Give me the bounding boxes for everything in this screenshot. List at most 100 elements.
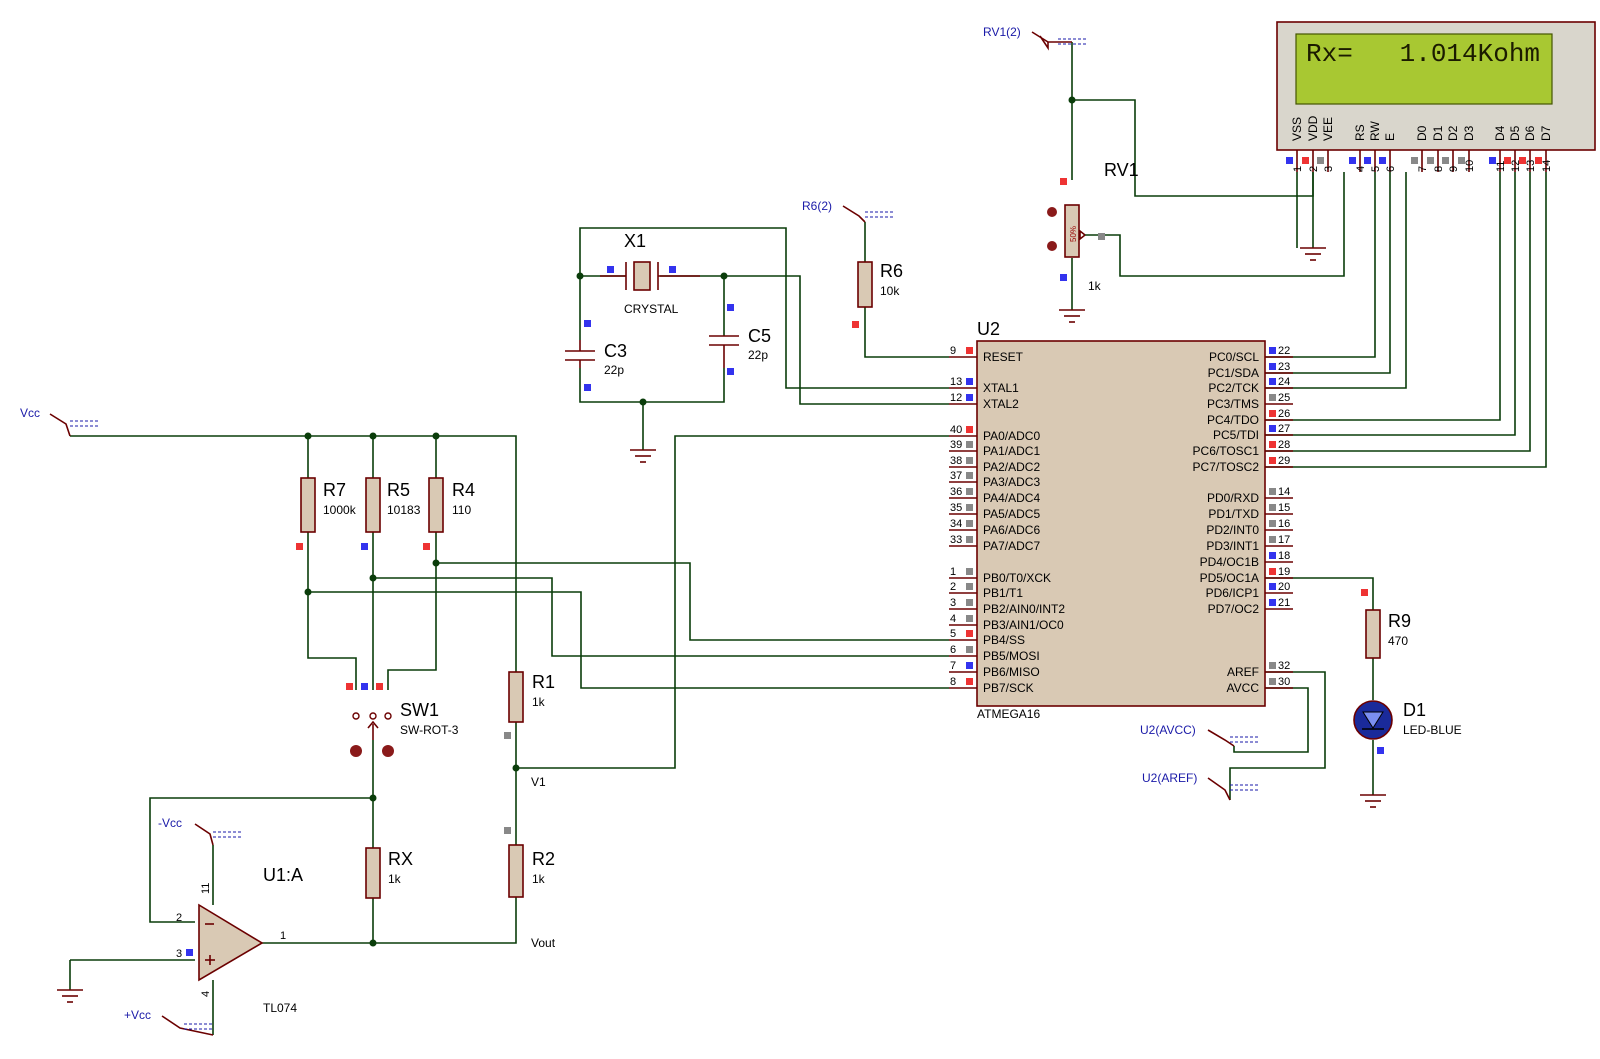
mcu-pin-number: 39 <box>950 439 962 451</box>
mcu-pin-number: 27 <box>1278 423 1290 435</box>
svg-text:1k: 1k <box>388 872 402 886</box>
mcu-pin-number: 6 <box>950 644 956 656</box>
lcd-pin-number: 2 <box>1308 166 1320 172</box>
mcu-pin-name: PD1/TXD <box>1208 507 1259 521</box>
svg-text:R6: R6 <box>880 261 903 281</box>
resistor-r5[interactable]: R5 10183 <box>361 477 421 550</box>
pin-marker <box>966 378 973 385</box>
pin-marker <box>1349 157 1356 164</box>
svg-text:1k: 1k <box>1088 279 1102 293</box>
svg-text:1k: 1k <box>532 872 546 886</box>
resistor-r1[interactable]: R1 1k <box>504 671 555 739</box>
pin-marker <box>1269 394 1276 401</box>
pin-marker <box>1269 504 1276 511</box>
mcu-pin-name: PD6/ICP1 <box>1206 586 1260 600</box>
mcu-pin-name: PB0/T0/XCK <box>983 571 1051 585</box>
lcd-pin-name: D6 <box>1523 125 1537 141</box>
svg-text:22p: 22p <box>604 363 624 377</box>
resistor-r2[interactable]: R2 1k <box>504 827 555 898</box>
terminal-r6: R6(2) <box>802 199 895 223</box>
pin-marker <box>966 583 973 590</box>
lcd-pin-number: 8 <box>1433 166 1445 172</box>
mcu-pin-name: PD0/RXD <box>1207 491 1259 505</box>
svg-text:3: 3 <box>176 948 182 960</box>
mcu-pin-number: 25 <box>1278 392 1290 404</box>
pin-marker <box>1379 157 1386 164</box>
svg-text:R1: R1 <box>532 672 555 692</box>
mcu-pin-name: PD7/OC2 <box>1208 602 1260 616</box>
mcu-pin-number: 15 <box>1278 502 1290 514</box>
mcu-pin-number: 7 <box>950 660 956 672</box>
mcu-pin-number: 29 <box>1278 455 1290 467</box>
svg-text:D1: D1 <box>1403 700 1426 720</box>
svg-text:R6(2): R6(2) <box>802 199 832 213</box>
svg-text:U2: U2 <box>977 319 1000 339</box>
svg-text:C5: C5 <box>748 326 771 346</box>
svg-text:X1: X1 <box>624 231 646 251</box>
mcu-pin-name: PB2/AIN0/INT2 <box>983 602 1065 616</box>
mcu-pin-number: 9 <box>950 345 956 357</box>
svg-text:R4: R4 <box>452 480 475 500</box>
lcd-display-text: Rx= 1.014Kohm <box>1306 39 1540 69</box>
pin-marker <box>1535 157 1542 164</box>
resistor-r4[interactable]: R4 110 <box>423 477 475 550</box>
pin-marker <box>966 520 973 527</box>
svg-text:RV1(2): RV1(2) <box>983 25 1021 39</box>
resistor-rx[interactable]: RX 1k <box>365 847 413 899</box>
lcd-pin-name: VSS <box>1290 117 1304 141</box>
pin-marker <box>1519 157 1526 164</box>
lcd-pin-number: 3 <box>1323 166 1335 172</box>
pin-marker <box>966 347 973 354</box>
crystal-x1[interactable]: X1 CRYSTAL <box>600 231 700 316</box>
mcu-pin-number: 4 <box>950 613 956 625</box>
terminal-vcc: Vcc <box>20 406 100 437</box>
mcu-pin-number: 34 <box>950 518 962 530</box>
mcu-pin-number: 13 <box>950 376 962 388</box>
lcd-pin-number: 11 <box>1495 161 1507 172</box>
pin-marker <box>966 630 973 637</box>
mcu-pin-name: PC5/TDI <box>1213 428 1259 442</box>
mcu-pin-name: PA2/ADC2 <box>983 460 1040 474</box>
pin-marker <box>966 662 973 669</box>
lcd-pin-number: 14 <box>1541 160 1553 172</box>
pin-marker <box>1269 536 1276 543</box>
pin-marker <box>966 457 973 464</box>
mcu-pin-name: PC3/TMS <box>1207 397 1259 411</box>
potentiometer-rv1[interactable]: 50% RV1 1k <box>1047 160 1139 293</box>
pin-marker <box>1269 441 1276 448</box>
mcu-pin-number: 20 <box>1278 581 1290 593</box>
pin-marker <box>966 568 973 575</box>
lcd-module[interactable]: Rx= 1.014Kohm VSS1VDD2VEE3RS4RW5E6D07D18… <box>1276 21 1596 172</box>
lcd-pin-number: 4 <box>1355 166 1367 172</box>
mcu-pin-number: 14 <box>1278 486 1290 498</box>
mcu-pin-name: PA3/ADC3 <box>983 475 1040 489</box>
capacitor-c3[interactable]: C3 22p <box>565 320 627 391</box>
capacitor-c5[interactable]: C5 22p <box>709 304 771 375</box>
opamp-u1a[interactable]: 2 3 1 11 4 U1:A TL074 <box>176 865 303 1015</box>
lcd-pin-name: VDD <box>1306 115 1320 141</box>
resistor-r9[interactable]: R9 470 <box>1361 589 1411 659</box>
mcu-pin-number: 38 <box>950 455 962 467</box>
resistor-r7[interactable]: R7 1000k <box>296 477 357 550</box>
terminal-avcc: U2(AVCC) <box>1140 723 1260 747</box>
mcu-pin-name: PD4/OC1B <box>1200 555 1259 569</box>
led-d1[interactable]: D1 LED-BLUE <box>1353 700 1462 754</box>
mcu-pin-number: 8 <box>950 676 956 688</box>
svg-text:Vout: Vout <box>531 936 556 950</box>
lcd-pin-number: 10 <box>1464 160 1476 172</box>
resistor-r6[interactable]: R6 10k <box>852 261 903 328</box>
svg-text:U2(AREF): U2(AREF) <box>1142 771 1197 785</box>
mcu-pin-number: 21 <box>1278 597 1290 609</box>
rotary-switch-sw1[interactable]: SW1 SW-ROT-3 <box>346 683 459 757</box>
mcu-pin-name: PA5/ADC5 <box>983 507 1040 521</box>
pin-marker <box>966 394 973 401</box>
pin-marker <box>966 536 973 543</box>
svg-text:ATMEGA16: ATMEGA16 <box>977 707 1040 721</box>
lcd-pin-number: 6 <box>1385 166 1397 172</box>
pin-marker <box>1411 157 1418 164</box>
pin-marker <box>966 599 973 606</box>
svg-text:R2: R2 <box>532 849 555 869</box>
terminal-pos-vcc: +Vcc <box>124 1008 214 1036</box>
